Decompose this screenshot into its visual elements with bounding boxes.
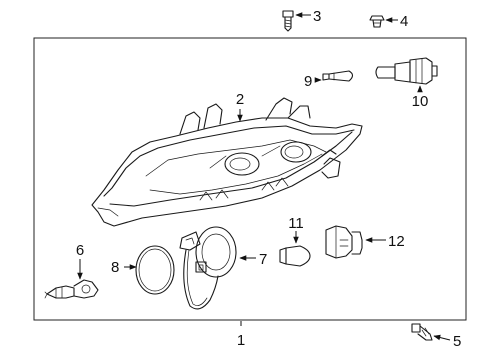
callout-4: 4	[400, 13, 408, 30]
callout-11: 11	[288, 215, 304, 232]
callout-6: 6	[76, 242, 84, 259]
callout-1: 1	[237, 332, 245, 349]
bulb-part-6	[44, 279, 99, 299]
bulb-part-11	[279, 245, 311, 267]
callout-10: 10	[412, 93, 429, 110]
cover-cap-part-7	[179, 226, 237, 310]
callout-9: 9	[304, 73, 312, 90]
callout-8: 8	[111, 259, 119, 276]
screw-part-3	[282, 10, 294, 32]
clip-part-4	[369, 15, 385, 28]
assembly-frame	[33, 37, 467, 321]
seal-ring-part-8	[135, 245, 175, 295]
callout-12: 12	[388, 233, 405, 250]
bulb-part-9	[322, 70, 354, 82]
callout-3: 3	[313, 8, 321, 25]
leader-line-5	[433, 334, 451, 341]
bulb-socket-part-10	[375, 57, 438, 85]
callout-5: 5	[453, 333, 461, 350]
headlamp-housing-part-2	[91, 97, 363, 227]
screw-part-5	[411, 323, 433, 341]
callout-2: 2	[236, 91, 244, 108]
callout-7: 7	[259, 251, 267, 268]
bulb-socket-part-12	[325, 225, 363, 259]
